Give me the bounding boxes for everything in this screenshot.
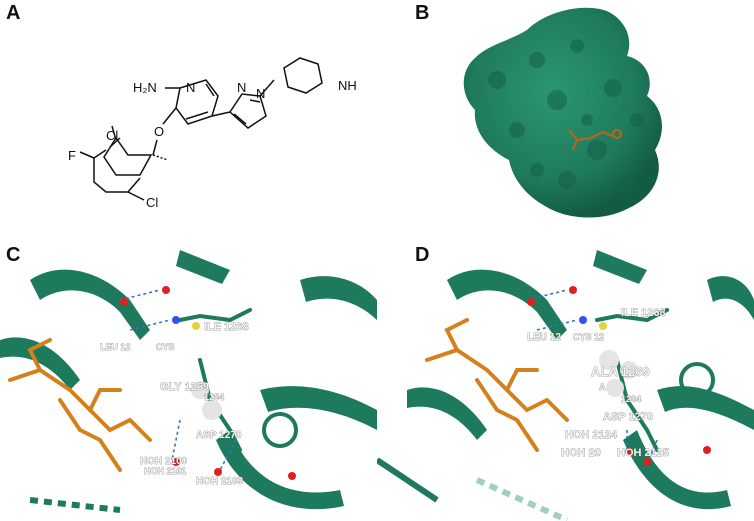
amine-label: H₂N [133, 80, 157, 95]
panel-label-a: A [6, 2, 21, 24]
pyridine-n-label: N [186, 80, 195, 95]
ligand-in-pocket [568, 128, 623, 151]
label-asp1270-d: ASP 1270 [603, 411, 653, 423]
panel-label-d: D [415, 244, 430, 266]
label-leu-d: LEU 12 [527, 332, 561, 343]
pyrazole-n2-label: N [256, 86, 265, 101]
label-hoh2103-c: HOH 2103 [196, 476, 244, 487]
label-cys-d: CYS 12 [573, 332, 604, 342]
label-cys-c: CYS [156, 342, 175, 352]
panel-label-c: C [6, 244, 21, 266]
label-1264-c: 1264 [204, 392, 224, 402]
hbonds-c [119, 289, 237, 471]
ligand-sticks-d [425, 318, 569, 452]
oxygen-label: O [154, 124, 164, 139]
label-leu-c: LEU 12 [100, 342, 131, 352]
panel-d: D [377, 240, 754, 521]
label-ile1268-d: ILE 1268 [621, 307, 666, 319]
fluoro-label: F [68, 148, 76, 163]
label-hoh2100-c: HOH 2100 [140, 456, 188, 467]
atoms-d [527, 286, 711, 466]
chloro-bottom-label: Cl [146, 195, 158, 210]
ligand-sticks-c [8, 338, 152, 472]
chemical-structure: H₂N N O Cl F Cl N N NH [68, 57, 357, 210]
label-1264-d: 1264 [621, 394, 641, 404]
panel-a: A [0, 0, 377, 240]
piperidine-nh-label: NH [338, 78, 357, 93]
panel-label-b: B [415, 2, 430, 24]
atoms-c [120, 286, 296, 480]
pyrazole-n1-label: N [237, 80, 246, 95]
panel-b: B [377, 0, 754, 240]
label-a-d: A [599, 382, 606, 392]
label-hoh20-d: HOH 20 [561, 447, 601, 459]
label-gly1269-c: GLY 1269 [160, 381, 209, 393]
protein-surface [463, 7, 662, 218]
label-ala1269-d: ALA 1269 [591, 364, 650, 379]
binding-site-c: ILE 1268 LEU 12 CYS GLY 1269 1264 ASP 12… [0, 250, 377, 513]
label-hoh2125-d: HOH 2125 [617, 447, 669, 459]
hbonds-d [526, 289, 658, 461]
panel-c: C [0, 240, 377, 521]
label-ile1268-c: ILE 1268 [204, 321, 249, 333]
binding-site-d: ILE 1268 LEU 12 CYS 12 ALA 1269 A 1264 A… [377, 250, 754, 521]
label-hoh2101-c: HOH 2101 [144, 466, 187, 476]
label-hoh2124-d: HOH 2124 [565, 429, 618, 441]
chloro-top-label: Cl [106, 128, 118, 143]
label-asp1270-c: ASP 1270 [196, 430, 242, 441]
